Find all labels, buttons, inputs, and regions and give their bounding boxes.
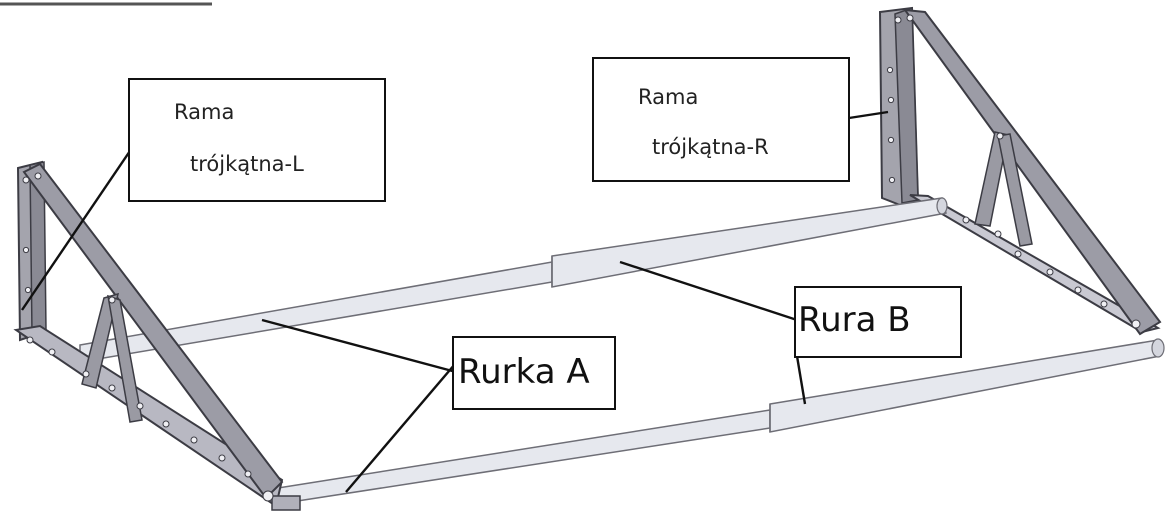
left-triangular-frame: [13, 160, 301, 511]
leader-tube-a-upper: [261, 318, 457, 374]
leader-frame-right: [848, 110, 889, 120]
label-tube-a: Rurka A: [452, 336, 616, 410]
label-frame-right-line2: trójkątna-R: [652, 135, 769, 159]
label-tube-b: Rura B: [794, 286, 962, 358]
label-frame-right: Rama trójkątna-R: [592, 57, 850, 182]
label-tube-b-text: Rura B: [798, 300, 911, 340]
leader-tube-b-upper: [619, 260, 798, 322]
front-tube: [277, 338, 1165, 505]
leader-frame-left: [21, 147, 133, 311]
label-frame-left-line2: trójkątna-L: [190, 152, 304, 176]
label-frame-right-line1: Rama: [638, 85, 699, 109]
leader-tube-a-lower: [345, 363, 456, 493]
label-tube-a-text: Rurka A: [458, 352, 590, 392]
label-frame-left-line1: Rama: [174, 100, 235, 124]
back-tube: [79, 197, 948, 363]
right-triangular-frame: [878, 6, 1162, 336]
leader-tube-b-lower: [795, 355, 807, 405]
label-frame-left: Rama trójkątna-L: [128, 78, 386, 202]
